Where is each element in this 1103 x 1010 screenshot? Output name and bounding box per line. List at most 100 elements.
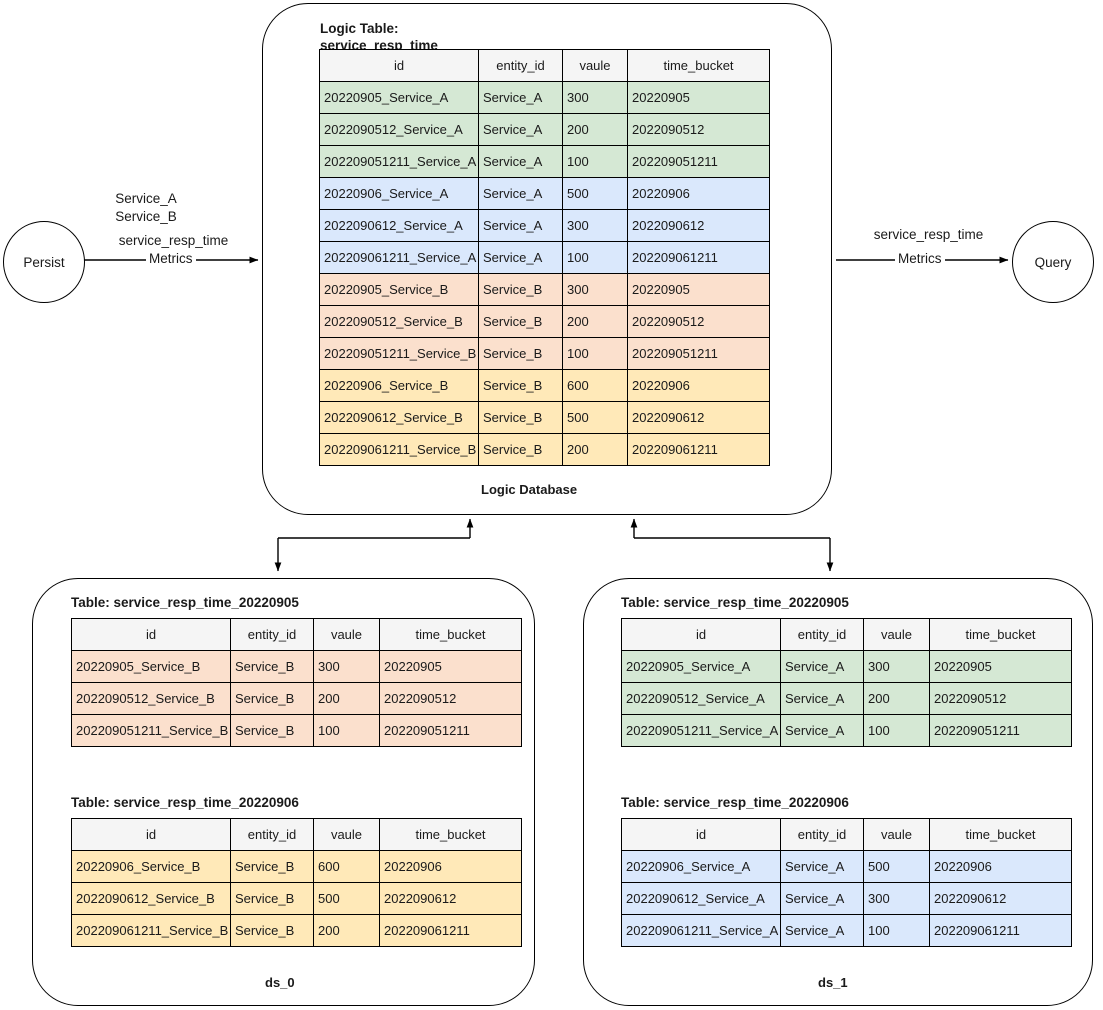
ds1-table-0-cell-time-bucket: 2022090512 [929, 682, 1072, 715]
ds1-table-0-cell-vaule: 200 [863, 682, 930, 715]
logic-table-cell-vaule: 600 [562, 369, 628, 402]
ds0-table-1-cell-vaule: 500 [313, 882, 380, 915]
ds0-table-1-title: Table: service_resp_time_20220906 [71, 795, 299, 810]
logic-table-cell-id: 202209061211_Service_B [319, 433, 479, 466]
col-header-entity-id: entity_id [230, 618, 314, 651]
ds1-table-0-cell-time-bucket: 20220905 [929, 650, 1072, 683]
logic-table-cell-entity-id: Service_A [478, 241, 563, 274]
logic-table-cell-vaule: 300 [562, 81, 628, 114]
col-header-time-bucket: time_bucket [929, 818, 1072, 851]
ds1-table-1-cell-id: 20220906_Service_A [621, 850, 781, 883]
col-header-entity-id: entity_id [780, 818, 864, 851]
col-header-vaule: vaule [863, 618, 930, 651]
logic-table-cell-time-bucket: 202209051211 [627, 145, 770, 178]
logic-table-cell-id: 20220906_Service_A [319, 177, 479, 210]
col-header-id: id [71, 818, 231, 851]
col-header-entity-id: entity_id [230, 818, 314, 851]
col-header-time-bucket: time_bucket [929, 618, 1072, 651]
ds0-table-1-cell-entity-id: Service_B [230, 914, 314, 947]
col-header-time-bucket: time_bucket [627, 49, 770, 82]
ds0-table-0-cell-time-bucket: 20220905 [379, 650, 522, 683]
logic-table-cell-entity-id: Service_A [478, 145, 563, 178]
logic-table-cell-time-bucket: 202209061211 [627, 241, 770, 274]
logic-table-cell-time-bucket: 20220906 [627, 177, 770, 210]
edge-query-metric-name-label: service_resp_time [873, 227, 984, 242]
logic-table-cell-entity-id: Service_B [478, 401, 563, 434]
ds1-table-1-cell-entity-id: Service_A [780, 882, 864, 915]
logic-table-cell-vaule: 100 [562, 241, 628, 274]
node-query-label: Query [1034, 254, 1072, 270]
node-persist[interactable]: Persist [3, 221, 85, 303]
col-header-vaule: vaule [313, 618, 380, 651]
ds1-table-0-header-row: id entity_id vaule time_bucket [621, 618, 1072, 651]
ds0-table-1-cell-id: 202209061211_Service_B [71, 914, 231, 947]
ds0-table-0-cell-id: 2022090512_Service_B [71, 682, 231, 715]
ds0-table-0-cell-entity-id: Service_B [230, 682, 314, 715]
logic-table-cell-time-bucket: 2022090512 [627, 305, 770, 338]
logic-table-cell-id: 2022090512_Service_A [319, 113, 479, 146]
logic-database-label: Logic Database [481, 482, 578, 497]
ds0-table-0-cell-id: 202209051211_Service_B [71, 714, 231, 747]
logic-table-cell-entity-id: Service_A [478, 177, 563, 210]
logic-table-cell-entity-id: Service_A [478, 113, 563, 146]
ds0-table-0-cell-time-bucket: 202209051211 [379, 714, 522, 747]
ds1-table-1-cell-id: 2022090612_Service_A [621, 882, 781, 915]
logic-table: id entity_id vaule time_bucket 20220905_… [319, 49, 770, 466]
ds0-table-0-cell-id: 20220905_Service_B [71, 650, 231, 683]
node-query[interactable]: Query [1012, 221, 1094, 303]
logic-table-cell-id: 20220905_Service_A [319, 81, 479, 114]
ds0-table-0-cell-vaule: 200 [313, 682, 380, 715]
ds1-table-0-cell-entity-id: Service_A [780, 714, 864, 747]
shard-ds1-label: ds_1 [818, 975, 848, 990]
ds0-table-0-cell-entity-id: Service_B [230, 714, 314, 747]
logic-table-cell-entity-id: Service_B [478, 273, 563, 306]
logic-table-cell-id: 202209061211_Service_A [319, 241, 479, 274]
ds0-table-1-cell-vaule: 200 [313, 914, 380, 947]
logic-table-cell-id: 2022090612_Service_A [319, 209, 479, 242]
ds0-table-1-cell-time-bucket: 202209061211 [379, 914, 522, 947]
logic-table-cell-id: 202209051211_Service_B [319, 337, 479, 370]
logic-table-cell-time-bucket: 202209061211 [627, 433, 770, 466]
logic-table-cell-time-bucket: 20220905 [627, 81, 770, 114]
ds1-table-0-cell-vaule: 300 [863, 650, 930, 683]
ds1-table-1-cell-entity-id: Service_A [780, 850, 864, 883]
ds0-table-0-cell-time-bucket: 2022090512 [379, 682, 522, 715]
node-persist-label: Persist [23, 254, 65, 270]
edge-query-metrics-label: Metrics [895, 251, 945, 266]
logic-table-cell-time-bucket: 20220905 [627, 273, 770, 306]
logic-table-header-row: id entity_id vaule time_bucket [319, 49, 770, 82]
logic-table-cell-vaule: 300 [562, 273, 628, 306]
col-header-vaule: vaule [562, 49, 628, 82]
logic-table-cell-entity-id: Service_B [478, 369, 563, 402]
ds1-table-0-cell-id: 2022090512_Service_A [621, 682, 781, 715]
ds1-table-1-cell-vaule: 300 [863, 882, 930, 915]
ds0-table-0-header-row: id entity_id vaule time_bucket [71, 618, 522, 651]
ds1-table-0-cell-entity-id: Service_A [780, 650, 864, 683]
logic-table-cell-time-bucket: 2022090612 [627, 401, 770, 434]
logic-table-cell-entity-id: Service_B [478, 433, 563, 466]
logic-table-cell-id: 20220905_Service_B [319, 273, 479, 306]
ds0-table-0-cell-entity-id: Service_B [230, 650, 314, 683]
col-header-vaule: vaule [313, 818, 380, 851]
ds1-table-1-cell-vaule: 500 [863, 850, 930, 883]
logic-table-cell-entity-id: Service_A [478, 209, 563, 242]
ds0-table-1-cell-id: 20220906_Service_B [71, 850, 231, 883]
ds1-table-0-cell-id: 20220905_Service_A [621, 650, 781, 683]
col-header-time-bucket: time_bucket [379, 618, 522, 651]
